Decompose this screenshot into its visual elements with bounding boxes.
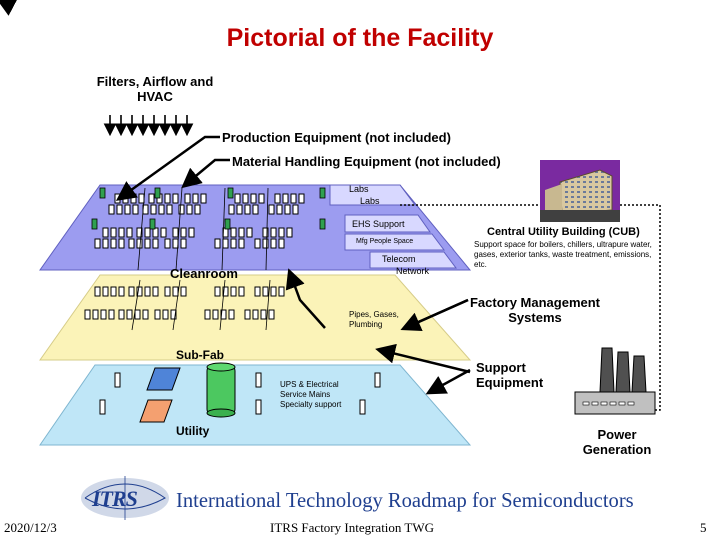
tank-icon <box>206 362 236 418</box>
telecom-block <box>369 251 457 269</box>
ups-label: UPS & Electrical Service Mains Specialty… <box>280 380 342 409</box>
utility-layer <box>39 364 472 446</box>
telecom-label: Telecom <box>382 254 416 264</box>
smokestack-icon <box>574 347 656 415</box>
filters-label: Filters, Airflow and HVAC <box>96 74 214 104</box>
ehs-block <box>344 214 431 233</box>
footer-date: 2020/12/3 <box>4 520 57 535</box>
labs-label-2: Labs <box>360 196 380 206</box>
cub-title: Central Utility Building (CUB) <box>487 226 640 238</box>
itrs-logo-text: International Technology Roadmap for Sem… <box>176 488 634 512</box>
labs-label-1: Labs <box>349 184 369 194</box>
production-equipment-label: Production Equipment (not included) <box>222 130 451 145</box>
network-label: Network <box>396 266 430 276</box>
ehs-support-label: EHS Support <box>352 219 405 229</box>
itrs-logo-mark: ITRS <box>92 486 138 511</box>
mfg-people-label: Mfg People Space <box>356 238 414 245</box>
equipment-icon <box>139 399 173 423</box>
material-handling-label: Material Handling Equipment (not include… <box>232 154 501 169</box>
footer-page-number: 5 <box>700 520 707 535</box>
equipment-icon <box>146 367 181 391</box>
utility-label: Utility <box>176 424 210 438</box>
support-equipment-label: Support Equipment <box>476 360 544 390</box>
subfab-label: Sub-Fab <box>176 348 224 362</box>
cub-description: Support space for boilers, chillers, ult… <box>474 240 652 269</box>
building-icon <box>540 160 620 222</box>
factory-management-label: Factory Management Systems <box>469 295 601 325</box>
power-generation-label: Power Generation <box>582 427 652 457</box>
pipes-label: Pipes, Gases, Plumbing <box>349 310 399 329</box>
cleanroom-label: Cleanroom <box>170 266 238 281</box>
labs-block <box>329 184 416 206</box>
mfg-block <box>344 233 445 251</box>
page-title: Pictorial of the Facility <box>226 24 494 52</box>
itrs-logo-icon <box>81 476 169 520</box>
footer-center: ITRS Factory Integration TWG <box>270 520 435 535</box>
down-arrow-icon <box>103 115 194 137</box>
